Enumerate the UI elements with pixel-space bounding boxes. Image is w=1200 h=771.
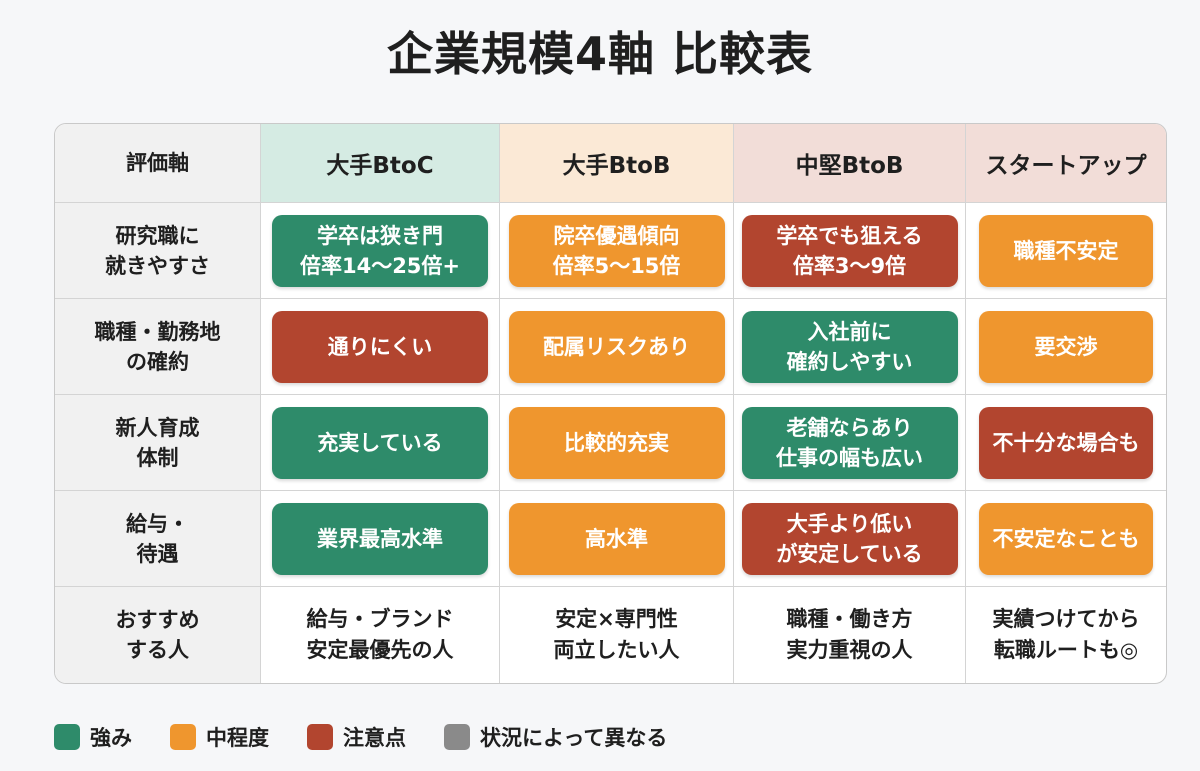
rating-pill: 比較的充実 bbox=[508, 406, 725, 479]
recommend-text: 実績つけてから 転職ルートも◎ bbox=[992, 607, 1140, 662]
table-cell: 安定×専門性 両立したい人 bbox=[500, 587, 734, 683]
legend-item: 強み bbox=[54, 722, 132, 752]
row-header: 職種・勤務地 の確約 bbox=[55, 299, 261, 395]
legend-label: 中程度 bbox=[206, 726, 269, 750]
legend-label: 状況によって異なる bbox=[480, 726, 668, 750]
row-header: 新人育成 体制 bbox=[55, 395, 261, 491]
row-header: 給与・ 待遇 bbox=[55, 491, 261, 587]
rating-pill: 入社前に 確約しやすい bbox=[741, 310, 958, 383]
rating-pill: 配属リスクあり bbox=[508, 310, 725, 383]
table-cell: 不十分な場合も bbox=[966, 395, 1166, 491]
table-cell: 職種・働き方 実力重視の人 bbox=[734, 587, 966, 683]
column-header: スタートアップ bbox=[966, 124, 1166, 203]
row-header-recommend: おすすめ する人 bbox=[55, 587, 261, 683]
table-cell: 大手より低い が安定している bbox=[734, 491, 966, 587]
table-cell: 学卒は狭き門 倍率14〜25倍+ bbox=[261, 203, 500, 299]
table-cell: 比較的充実 bbox=[500, 395, 734, 491]
table-cell: 入社前に 確約しやすい bbox=[734, 299, 966, 395]
legend-label: 注意点 bbox=[343, 726, 406, 750]
table-cell: 院卒優遇傾向 倍率5〜15倍 bbox=[500, 203, 734, 299]
rating-pill: 高水準 bbox=[508, 502, 725, 575]
legend-swatch bbox=[170, 724, 196, 750]
rating-pill: 業界最高水準 bbox=[272, 502, 488, 575]
table-cell: 老舗ならあり 仕事の幅も広い bbox=[734, 395, 966, 491]
legend: 強み 中程度 注意点 状況によって異なる bbox=[54, 722, 705, 752]
table-cell: 学卒でも狙える 倍率3〜9倍 bbox=[734, 203, 966, 299]
legend-item: 中程度 bbox=[170, 722, 269, 752]
rating-pill: 老舗ならあり 仕事の幅も広い bbox=[741, 406, 958, 479]
rating-pill: 学卒は狭き門 倍率14〜25倍+ bbox=[272, 214, 488, 287]
table-cell: 不安定なことも bbox=[966, 491, 1166, 587]
rating-pill: 院卒優遇傾向 倍率5〜15倍 bbox=[508, 214, 725, 287]
rating-pill: 通りにくい bbox=[272, 310, 488, 383]
legend-swatch bbox=[54, 724, 80, 750]
page-title: 企業規模4軸 比較表 bbox=[386, 27, 814, 81]
comparison-table: 評価軸 大手BtoC 大手BtoB 中堅BtoB スタートアップ 研究職に 就き… bbox=[54, 123, 1167, 684]
rating-pill: 職種不安定 bbox=[979, 214, 1153, 287]
rating-pill: 充実している bbox=[272, 406, 488, 479]
rating-pill: 不十分な場合も bbox=[979, 406, 1153, 479]
rating-pill: 要交渉 bbox=[979, 310, 1153, 383]
column-header: 大手BtoC bbox=[261, 124, 500, 203]
legend-swatch bbox=[307, 724, 333, 750]
table-cell: 高水準 bbox=[500, 491, 734, 587]
table-cell: 要交渉 bbox=[966, 299, 1166, 395]
column-header: 大手BtoB bbox=[500, 124, 734, 203]
corner-header: 評価軸 bbox=[55, 124, 261, 203]
table-cell: 業界最高水準 bbox=[261, 491, 500, 587]
legend-item: 状況によって異なる bbox=[444, 722, 667, 752]
recommend-text: 職種・働き方 実力重視の人 bbox=[786, 607, 913, 662]
table-cell: 充実している bbox=[261, 395, 500, 491]
row-header: 研究職に 就きやすさ bbox=[55, 203, 261, 299]
column-header: 中堅BtoB bbox=[734, 124, 966, 203]
legend-label: 強み bbox=[90, 726, 132, 750]
legend-item: 注意点 bbox=[307, 722, 406, 752]
recommend-text: 給与・ブランド 安定最優先の人 bbox=[306, 607, 454, 662]
table-cell: 給与・ブランド 安定最優先の人 bbox=[261, 587, 500, 683]
legend-swatch bbox=[444, 724, 470, 750]
rating-pill: 学卒でも狙える 倍率3〜9倍 bbox=[741, 214, 958, 287]
table-cell: 配属リスクあり bbox=[500, 299, 734, 395]
rating-pill: 不安定なことも bbox=[979, 502, 1153, 575]
recommend-text: 安定×専門性 両立したい人 bbox=[553, 607, 680, 662]
table-cell: 実績つけてから 転職ルートも◎ bbox=[966, 587, 1166, 683]
table-cell: 職種不安定 bbox=[966, 203, 1166, 299]
table-cell: 通りにくい bbox=[261, 299, 500, 395]
rating-pill: 大手より低い が安定している bbox=[741, 502, 958, 575]
